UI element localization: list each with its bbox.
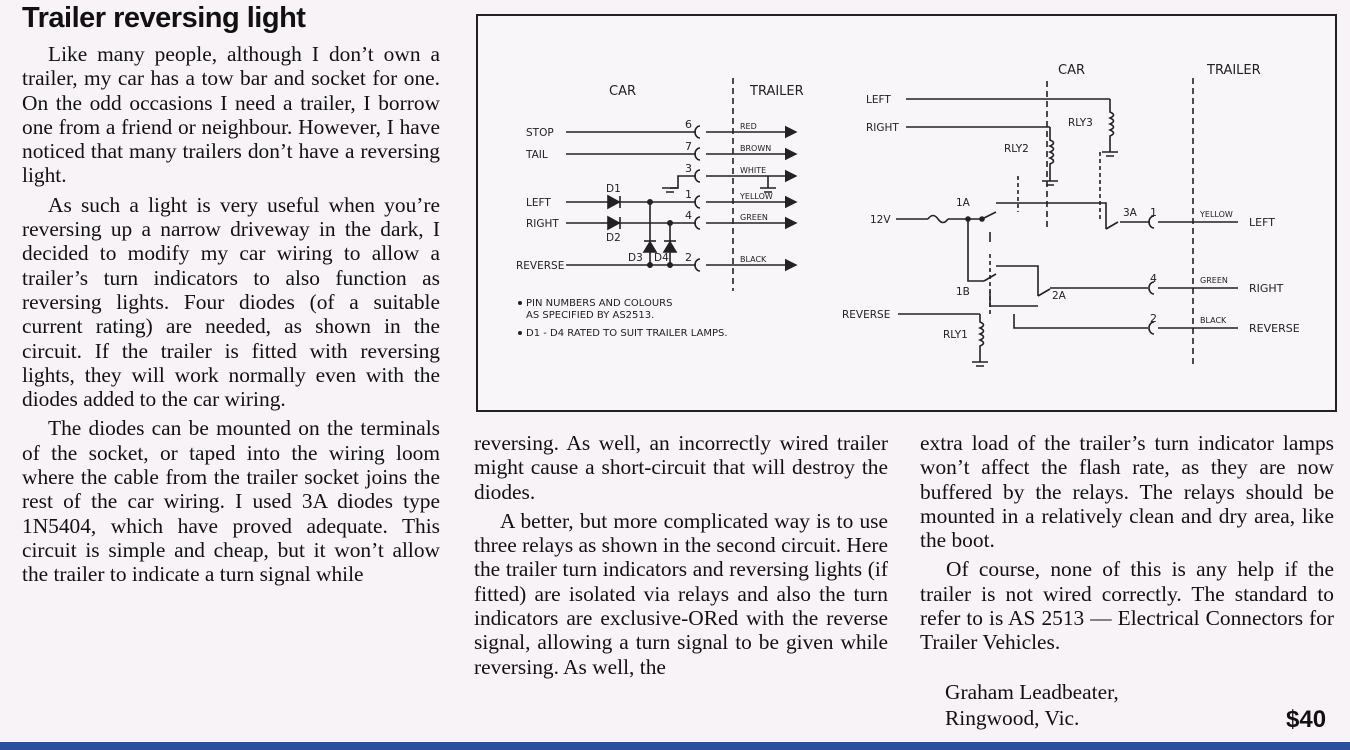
diode-d2-label: D2 (606, 232, 621, 244)
contact-3a: 3A (1123, 207, 1138, 219)
colour-brown: BROWN (740, 144, 771, 153)
diode-d3-label: D3 (628, 252, 643, 264)
paragraph-4-continued: extra load of the trailer’s turn indicat… (920, 431, 1334, 553)
diode-circuit-labels: CAR TRAILER STOP TAIL LEFT RIGHT REVERSE… (516, 84, 804, 339)
input-right-2: RIGHT (866, 122, 899, 134)
colour-green-2: GREEN (1200, 276, 1228, 285)
colour-yellow-2: YELLOW (1199, 210, 1233, 219)
relay-circuit (896, 78, 1238, 367)
pin-4-relay: 4 (1150, 272, 1157, 285)
pin-4: 4 (685, 209, 692, 222)
colour-yellow: YELLOW (739, 192, 773, 201)
trailer-label-2: TRAILER (1206, 63, 1261, 78)
pin-6: 6 (685, 118, 692, 131)
colour-green: GREEN (740, 213, 768, 222)
input-reverse: REVERSE (516, 260, 564, 272)
input-tail: TAIL (525, 149, 548, 161)
article-column-3: extra load of the trailer’s turn indicat… (920, 431, 1334, 655)
trailer-label: TRAILER (749, 84, 804, 99)
author-name: Graham Leadbeater, (945, 680, 1119, 704)
contact-1a: 1A (956, 197, 971, 209)
input-left-2: LEFT (866, 94, 891, 106)
paragraph-1: Like many people, although I don’t own a… (22, 42, 440, 188)
input-stop: STOP (526, 127, 554, 139)
pin-2: 2 (685, 251, 692, 264)
car-label-2: CAR (1058, 63, 1085, 78)
paragraph-3-continued: reversing. As well, an incorrectly wired… (474, 431, 888, 504)
input-12v: 12V (870, 214, 891, 226)
pin-3: 3 (685, 162, 692, 175)
author-location: Ringwood, Vic. (945, 706, 1080, 730)
pin-2-relay: 2 (1150, 312, 1157, 325)
paragraph-5: Of course, none of this is any help if t… (920, 557, 1334, 655)
pin-1: 1 (685, 188, 692, 201)
output-reverse: REVERSE (1249, 322, 1300, 335)
article-column-1: Like many people, although I don’t own a… (22, 42, 440, 587)
relay-rly3-label: RLY3 (1068, 117, 1093, 129)
pin-7: 7 (685, 140, 692, 153)
colour-black: BLACK (740, 255, 767, 264)
circuit-diagram-figure: CAR TRAILER STOP TAIL LEFT RIGHT REVERSE… (476, 14, 1337, 412)
paragraph-2: As such a light is very useful when you’… (22, 192, 440, 412)
note-pin-numbers: PIN NUMBERS AND COLOURS (526, 298, 672, 309)
input-left: LEFT (526, 197, 551, 209)
page-bottom-band (0, 742, 1350, 750)
relay-circuit-labels: CAR TRAILER LEFT RIGHT 12V REVERSE RLY1 … (842, 63, 1300, 341)
payment-amount: $40 (1286, 706, 1327, 733)
circuit-diagrams: CAR TRAILER STOP TAIL LEFT RIGHT REVERSE… (516, 63, 1300, 367)
input-reverse-2: REVERSE (842, 309, 890, 321)
colour-white: WHITE (740, 166, 766, 175)
colour-black-2: BLACK (1200, 316, 1227, 325)
diode-circuit (566, 78, 798, 291)
contact-2a: 2A (1052, 290, 1067, 302)
input-right: RIGHT (526, 218, 559, 230)
pin-1-relay: 1 (1150, 206, 1157, 219)
paragraph-4: A better, but more complicated way is to… (474, 508, 888, 679)
paragraph-3: The diodes can be mounted on the termina… (22, 416, 440, 587)
colour-red: RED (740, 122, 757, 131)
contact-1b: 1B (956, 286, 970, 298)
note-diode-rating: D1 - D4 RATED TO SUIT TRAILER LAMPS. (526, 328, 728, 339)
diode-d4-label: D4 (654, 252, 669, 264)
relay-rly1-label: RLY1 (943, 329, 968, 341)
car-label: CAR (609, 84, 636, 99)
output-right: RIGHT (1249, 282, 1284, 295)
diode-d1-label: D1 (606, 183, 621, 195)
output-left: LEFT (1249, 216, 1275, 229)
article-title: Trailer reversing light (22, 2, 306, 34)
note-as2513: AS SPECIFIED BY AS2513. (526, 310, 654, 321)
relay-rly2-label: RLY2 (1004, 143, 1029, 155)
article-column-2: reversing. As well, an incorrectly wired… (474, 431, 888, 679)
